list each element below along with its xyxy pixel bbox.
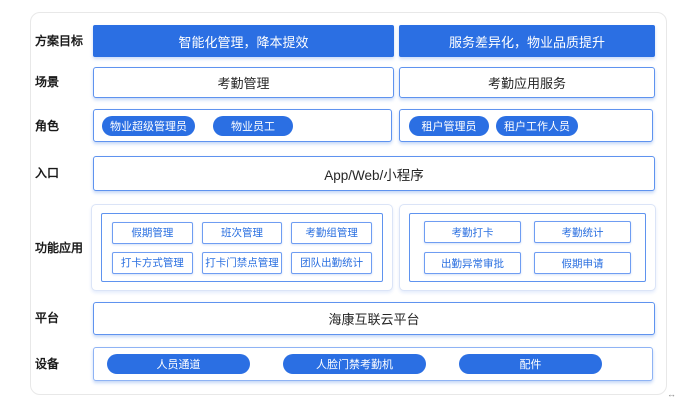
features-panel-left: 假期管理 班次管理 考勤组管理 打卡方式管理 打卡门禁点管理 团队出勤统计 bbox=[91, 204, 393, 291]
device-box: 人员通道 人脸门禁考勤机 配件 bbox=[93, 347, 653, 381]
role-box-left: 物业超级管理员 物业员工 bbox=[93, 109, 392, 142]
feature-item: 班次管理 bbox=[201, 221, 283, 244]
goal-bar-left: 智能化管理，降本提效 bbox=[93, 25, 394, 57]
feature-item: 假期管理 bbox=[112, 221, 193, 244]
device-pill-pedestrian-gate: 人员通道 bbox=[107, 354, 250, 374]
feature-item: 考勤组管理 bbox=[291, 221, 372, 244]
features-panel-right-inner: 考勤打卡 考勤统计 出勤异常审批 假期申请 bbox=[409, 213, 646, 282]
device-pill-accessories: 配件 bbox=[459, 354, 602, 374]
goal-bar-right: 服务差异化，物业品质提升 bbox=[399, 25, 655, 57]
scene-box-left: 考勤管理 bbox=[93, 67, 394, 98]
role-pill-tenant-admin: 租户管理员 bbox=[409, 115, 489, 136]
role-pill-tenant-staff: 租户工作人员 bbox=[496, 115, 578, 136]
row-label-role: 角色 bbox=[35, 119, 60, 133]
feature-item: 考勤打卡 bbox=[424, 221, 521, 243]
feature-item: 打卡门禁点管理 bbox=[201, 251, 283, 274]
entry-box: App/Web/小程序 bbox=[93, 156, 655, 191]
resize-arrow-icon: ↔ bbox=[667, 389, 676, 399]
features-panel-right: 考勤打卡 考勤统计 出勤异常审批 假期申请 bbox=[399, 204, 656, 291]
row-label-features: 功能应用 bbox=[35, 241, 84, 255]
features-panel-left-inner: 假期管理 班次管理 考勤组管理 打卡方式管理 打卡门禁点管理 团队出勤统计 bbox=[101, 213, 383, 282]
row-label-scene: 场景 bbox=[35, 75, 60, 89]
row-label-goal: 方案目标 bbox=[35, 34, 84, 48]
row-label-platform: 平台 bbox=[35, 311, 60, 325]
platform-box: 海康互联云平台 bbox=[93, 302, 655, 335]
feature-item: 出勤异常审批 bbox=[424, 252, 521, 274]
row-label-entry: 入口 bbox=[35, 166, 60, 180]
role-pill-property-staff: 物业员工 bbox=[213, 115, 293, 136]
feature-item: 团队出勤统计 bbox=[291, 251, 372, 274]
solution-architecture-card: 方案目标 场景 角色 入口 功能应用 平台 设备 智能化管理，降本提效 服务差异… bbox=[30, 12, 667, 395]
feature-item: 打卡方式管理 bbox=[112, 251, 193, 274]
feature-item: 假期申请 bbox=[534, 252, 631, 274]
role-box-right: 租户管理员 租户工作人员 bbox=[399, 109, 653, 142]
role-pill-property-super-admin: 物业超级管理员 bbox=[102, 115, 195, 136]
row-label-device: 设备 bbox=[35, 357, 60, 371]
feature-item: 考勤统计 bbox=[534, 221, 631, 243]
scene-box-right: 考勤应用服务 bbox=[399, 67, 655, 98]
device-pill-face-access-terminal: 人脸门禁考勤机 bbox=[283, 354, 426, 374]
